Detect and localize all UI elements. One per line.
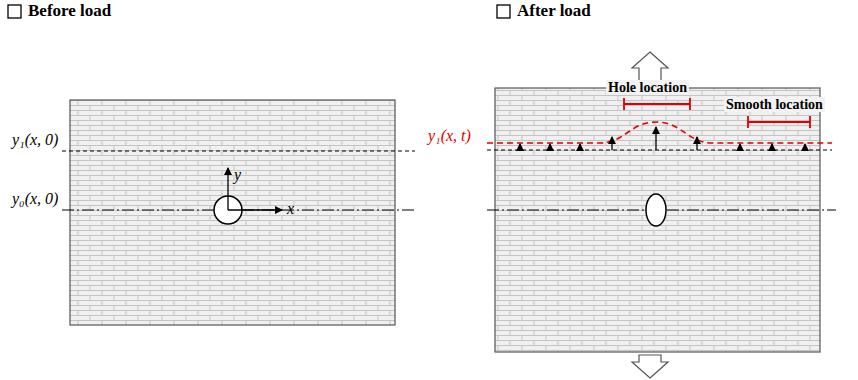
line-y1 (62, 150, 415, 151)
displacement-arrow (549, 144, 550, 150)
plate (70, 100, 395, 325)
displacement-arrow (771, 144, 772, 150)
bracket (624, 98, 690, 110)
bracket (748, 116, 810, 128)
plate (495, 88, 820, 352)
axis-label: y (234, 166, 241, 184)
line-y1-initial (487, 149, 832, 150)
axis-label: x (287, 200, 294, 218)
displacement-arrows (520, 127, 805, 150)
load-arrow (632, 355, 668, 378)
panel-heading: Before load (28, 2, 111, 21)
displacement-arrow (739, 144, 740, 150)
x-axis (228, 209, 282, 210)
line-y0 (62, 209, 415, 210)
displacement-arrow (655, 127, 656, 150)
deformed-hole (646, 194, 666, 226)
displacement-arrow (696, 137, 697, 150)
panel-heading: After load (517, 2, 591, 21)
deformed-line (487, 122, 832, 143)
checkbox (497, 5, 510, 18)
displacement-arrow (611, 137, 612, 150)
line-label: y₁(x, 0) (12, 131, 58, 149)
y-axis (227, 168, 228, 210)
region-label: Smooth location (724, 97, 825, 112)
checkbox (8, 5, 21, 18)
line-label: y₀(x, 0) (12, 190, 58, 208)
region-label: Hole location (606, 80, 689, 95)
displacement-arrow (579, 144, 580, 150)
displacement-arrow (519, 144, 520, 150)
displacement-arrow (804, 144, 805, 150)
line-label: y₁(x, t) (428, 127, 471, 145)
